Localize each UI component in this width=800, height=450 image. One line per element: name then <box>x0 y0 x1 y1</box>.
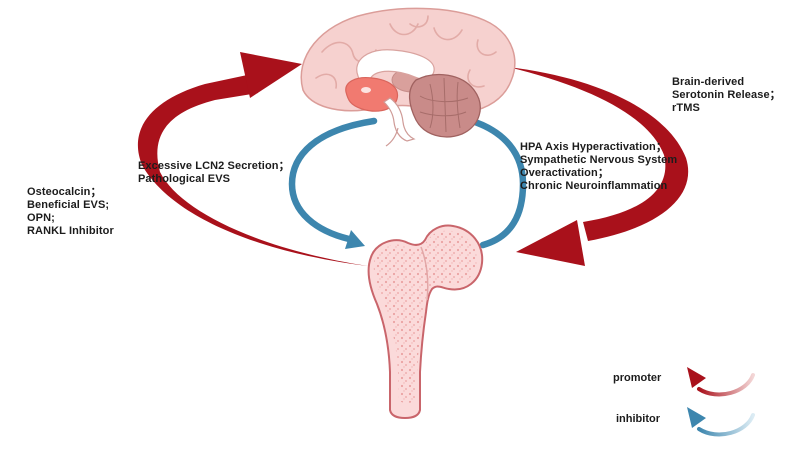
label-line: Excessive LCN2 Secretion； <box>138 160 290 172</box>
pons-highlight <box>361 87 371 93</box>
legend-promoter-arrow-icon <box>687 367 755 397</box>
promoter-arrow-brain-to-bone <box>508 67 689 266</box>
label-lcn2-inhibitors: Excessive LCN2 Secretion； Pathological E… <box>138 160 290 186</box>
femur-bone-icon <box>367 224 484 419</box>
bone-trabecular-texture <box>373 230 478 403</box>
label-line: Chronic Neuroinflammation <box>520 180 668 192</box>
legend-inhibitor-arrow-icon <box>687 407 755 437</box>
label-hpa-axis: HPA Axis Hyperactivation； Sympathetic Ne… <box>520 141 677 193</box>
bone-intertrochanteric-line <box>420 246 429 301</box>
label-line: rTMS <box>672 102 700 114</box>
label-line: RANKL Inhibitor <box>27 225 114 237</box>
label-line: Beneficial EVS; <box>27 199 110 211</box>
label-line: OPN; <box>27 212 55 224</box>
arrowhead-icon <box>345 230 365 249</box>
legend-promoter-label: promoter <box>613 372 662 384</box>
arrowhead-icon <box>240 52 302 98</box>
label-line: Sympathetic Nervous System <box>520 154 678 166</box>
label-line: Pathological EVS <box>138 173 231 185</box>
label-line: Brain-derived <box>672 76 745 88</box>
label-line: Osteocalcin； <box>27 186 102 198</box>
inhibitor-arrow-brain-to-bone <box>288 117 378 249</box>
label-line: HPA Axis Hyperactivation； <box>520 141 667 153</box>
label-line: Overactivation； <box>520 167 609 179</box>
cerebellum-folia-lines <box>419 77 469 133</box>
label-line: Serotonin Release； <box>672 89 781 101</box>
label-bone-to-brain-promoters: Osteocalcin； Beneficial EVS; OPN; RANKL … <box>27 186 114 238</box>
brain-stem-line <box>385 127 399 147</box>
brain-stem <box>383 97 416 142</box>
brain-icon <box>300 7 516 147</box>
label-serotonin-rtms: Brain-derived Serotonin Release； rTMS <box>672 76 781 115</box>
arrowhead-icon <box>516 220 585 266</box>
promoter-arrow-bone-to-brain <box>137 52 368 266</box>
legend-inhibitor-label: inhibitor <box>616 413 660 425</box>
